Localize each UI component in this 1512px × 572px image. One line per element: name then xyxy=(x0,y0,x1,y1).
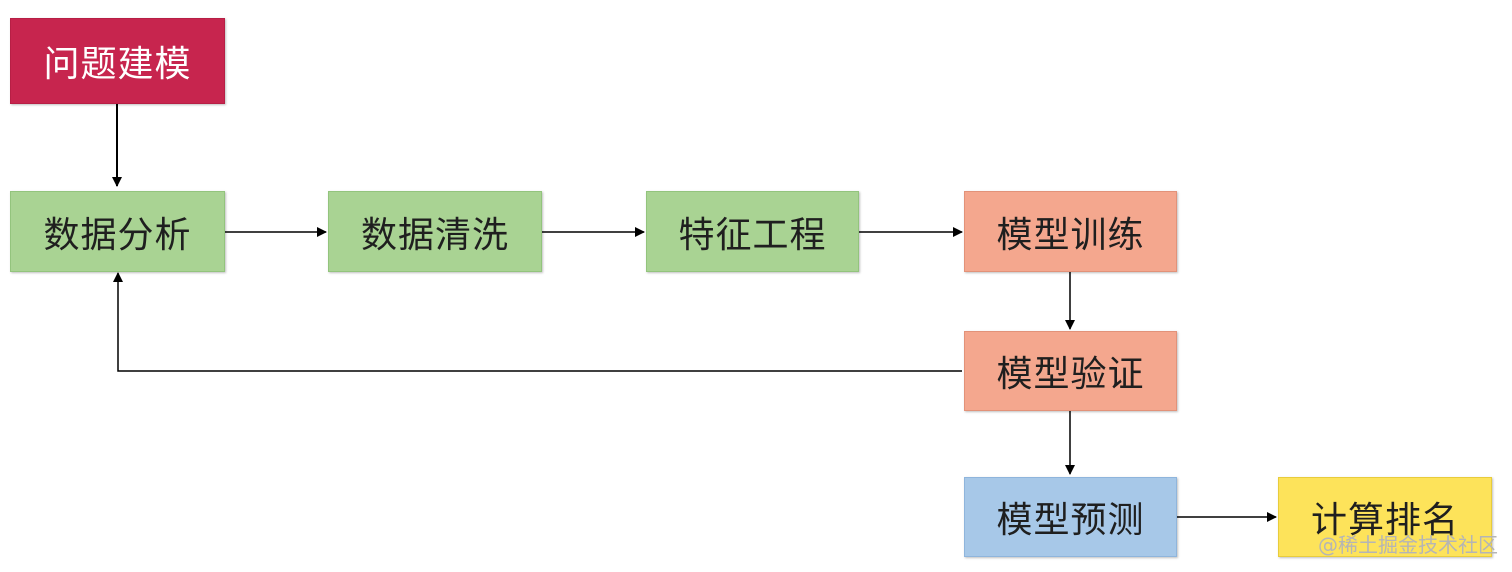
node-feature-engineering: 特征工程 xyxy=(646,191,859,272)
node-model-training: 模型训练 xyxy=(964,191,1177,272)
node-data-cleaning: 数据清洗 xyxy=(328,191,542,272)
node-model-prediction: 模型预测 xyxy=(964,477,1177,557)
watermark: @稀土掘金技术社区 xyxy=(1318,533,1498,557)
node-problem-modeling: 问题建模 xyxy=(10,18,225,104)
node-ranking: 计算排名 xyxy=(1278,477,1492,557)
node-data-analysis: 数据分析 xyxy=(10,191,225,272)
arrow-validation-to-analysis xyxy=(113,272,962,372)
node-model-validation: 模型验证 xyxy=(964,331,1177,411)
